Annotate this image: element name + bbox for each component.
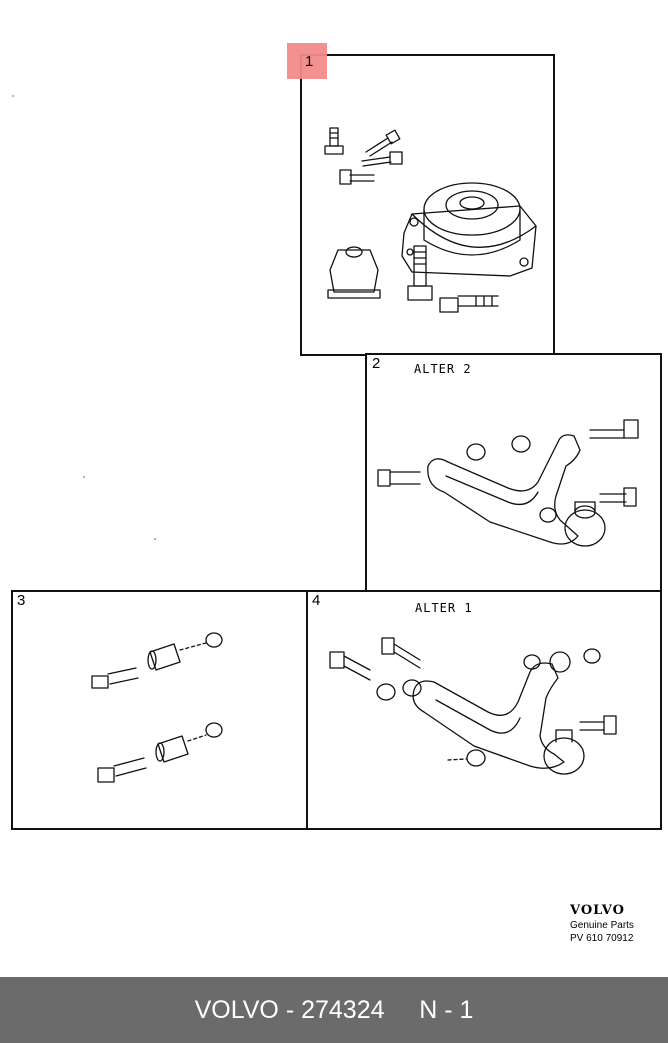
panel-2-alter-label: ALTER 2 [414,362,472,376]
panel-2-frame [365,353,662,593]
scan-speck [154,538,156,540]
panel-4-number[interactable]: 4 [312,592,321,609]
panel-1-frame [300,54,555,356]
panel-1-flange-bolt [439,295,499,313]
brand-genuine-parts: Genuine Parts [570,920,634,931]
panel-1-number[interactable]: 1 [305,53,314,70]
volvo-brand-block: VOLVO Genuine Parts PV 610 70912 [570,903,634,944]
panel-3-number[interactable]: 3 [17,592,26,609]
panel-4-control-arm [412,662,585,775]
panel-2-control-arm [427,434,606,547]
panel-3-frame [11,590,308,830]
panel-1-highlight [287,43,327,79]
panel-2-bolts-bushings [377,419,639,523]
parts-line-art [91,127,639,783]
panel-1-hub-bearing [401,182,537,277]
panel-1-long-bolt [407,245,433,301]
footer-bar: VOLVO - 274324 N - 1 [0,977,668,1043]
panel-3-bushing-kit-lower [97,722,223,783]
panel-3-bushing-kit-upper [91,632,223,689]
panel-1-nut [327,246,381,299]
scan-speck [83,476,85,478]
panel-2-number[interactable]: 2 [372,355,381,372]
panel-4-alter-label: ALTER 1 [415,601,473,615]
panel-1-small-bolts [324,127,403,185]
footer-text: VOLVO - 274324 N - 1 [194,995,474,1024]
brand-part-number: PV 610 70912 [570,933,634,944]
scan-speck [12,95,14,97]
panel-4-bolts-bushings [329,637,617,767]
volvo-logo: VOLVO [570,903,625,918]
